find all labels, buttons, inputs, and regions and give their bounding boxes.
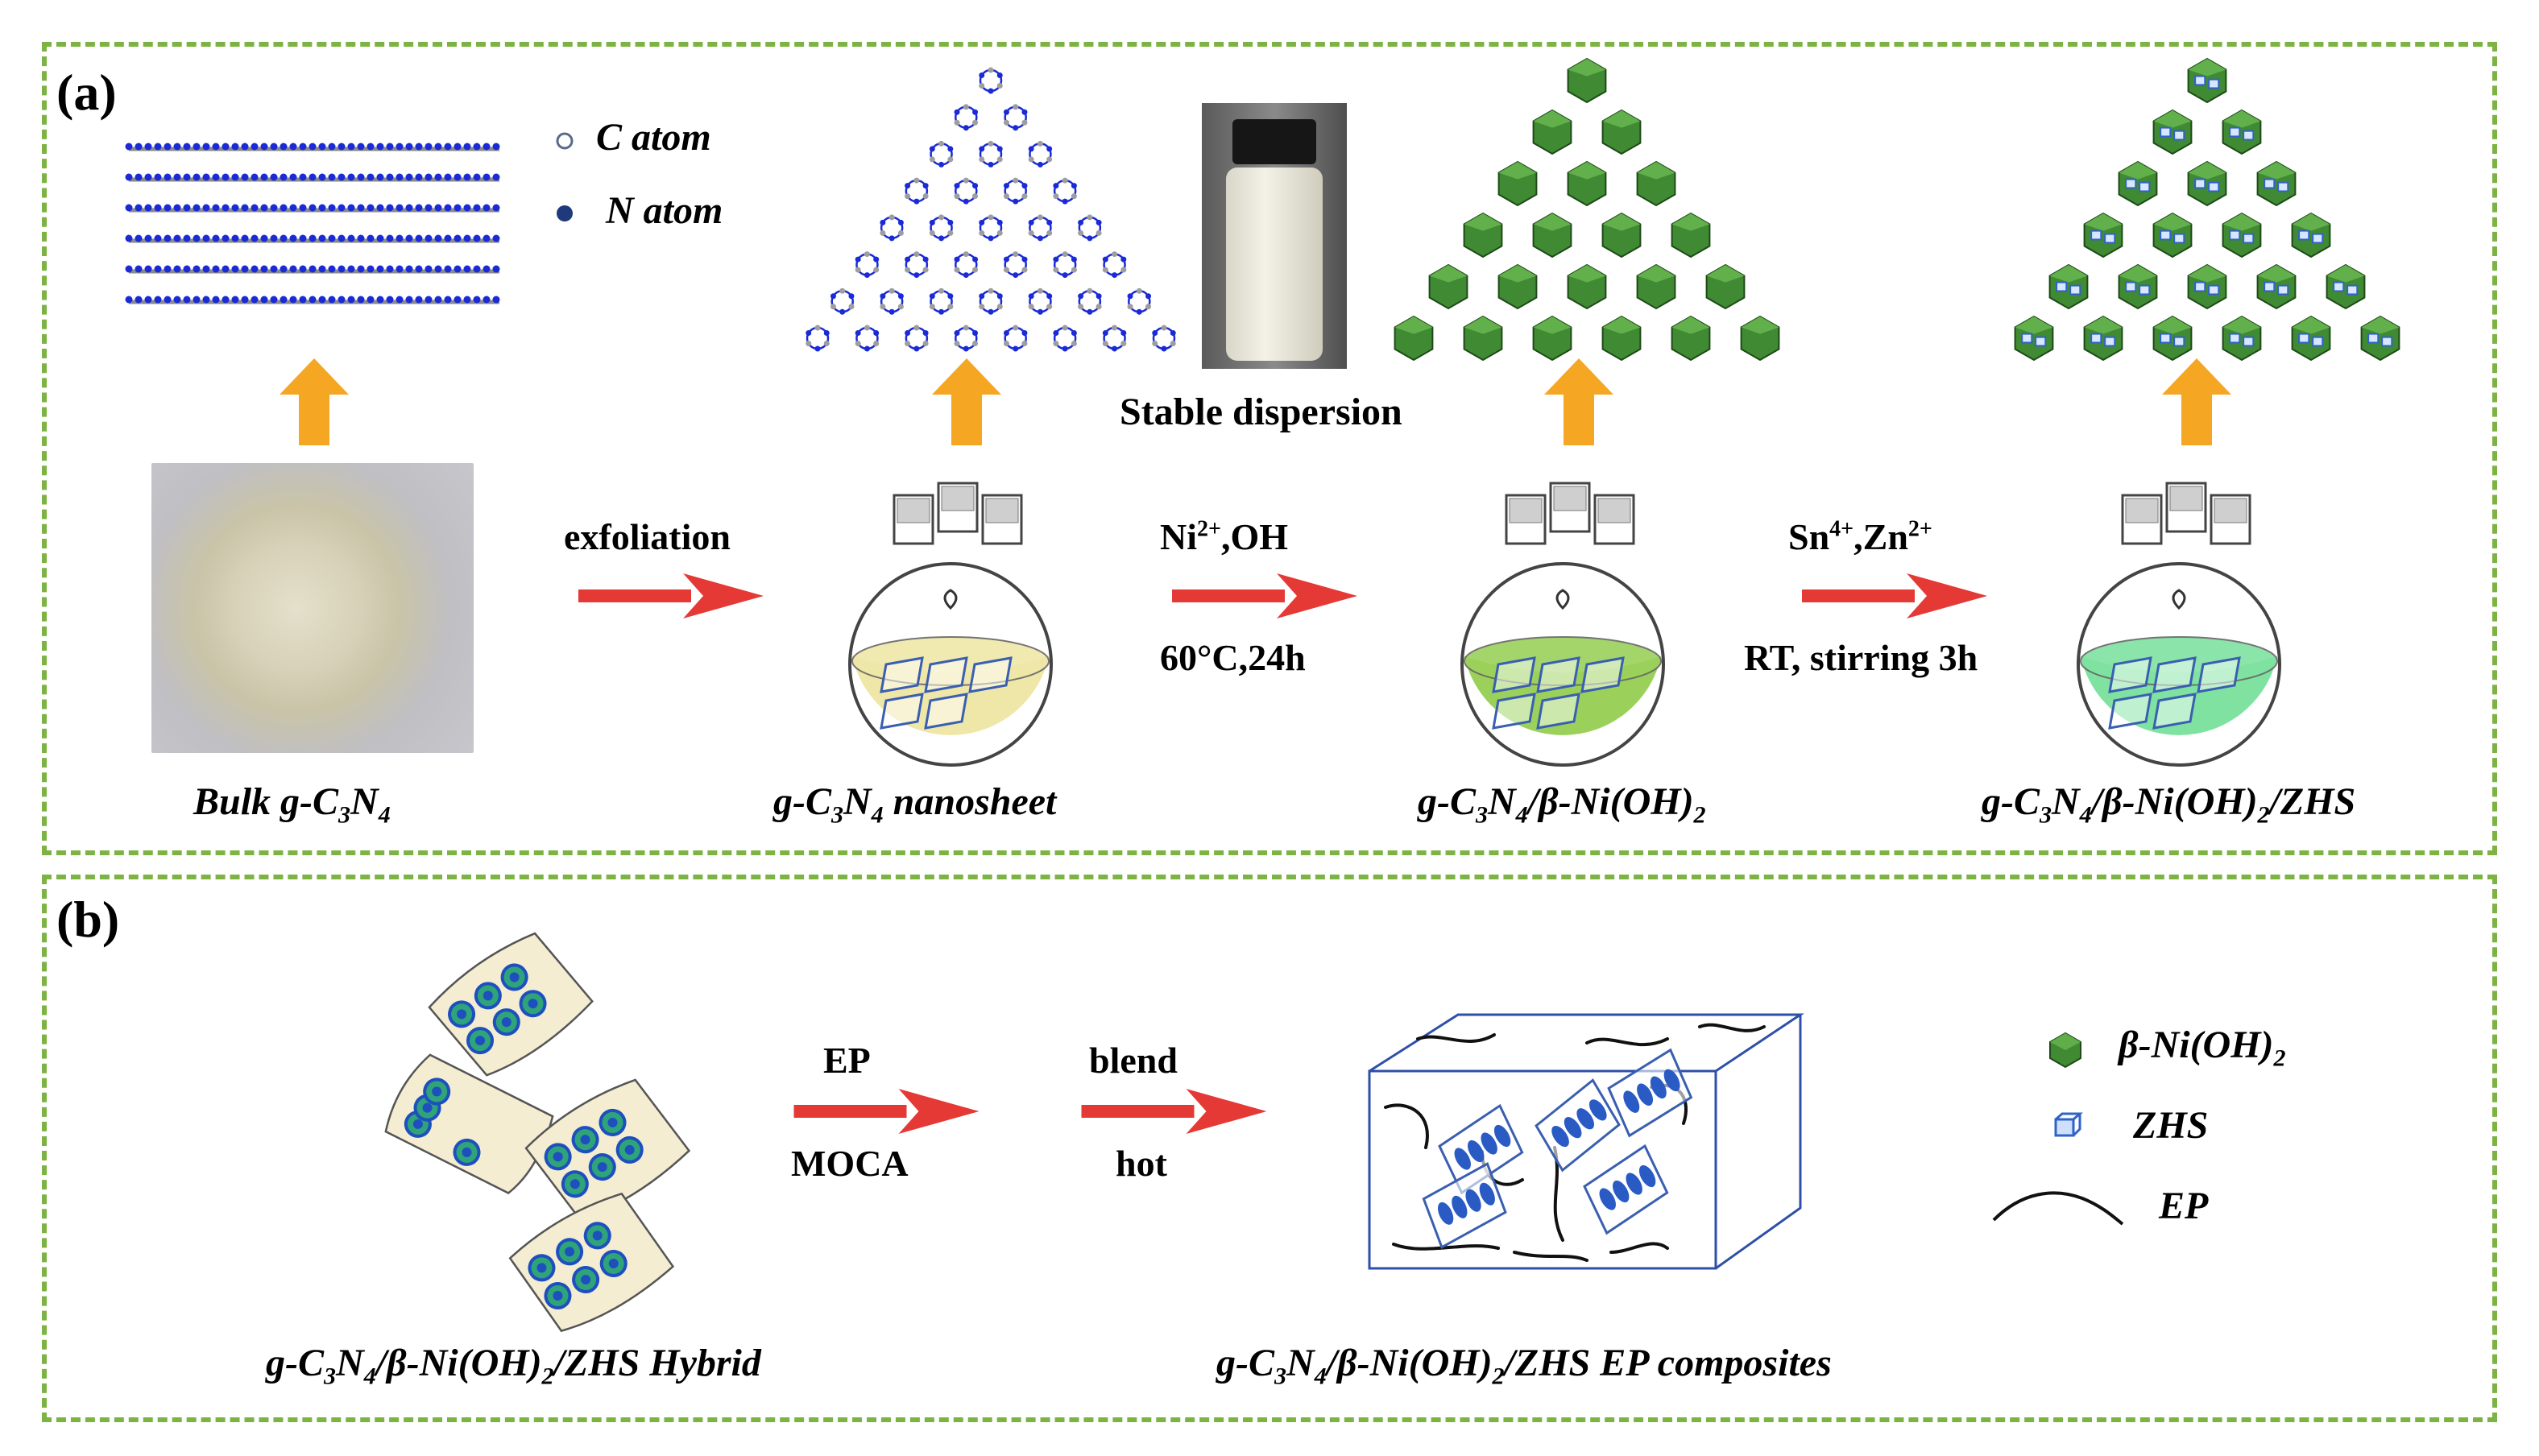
red-arrow-blend bbox=[1081, 1089, 1267, 1134]
red-arrow-ep bbox=[793, 1089, 980, 1134]
ep-legend-label: EP bbox=[2159, 1185, 2209, 1227]
ni-legend-label: β-Ni(OH)2 bbox=[2119, 1024, 2286, 1072]
up-arrow-icon bbox=[280, 358, 349, 445]
c-atom-icon bbox=[556, 132, 574, 150]
up-arrow-icon bbox=[932, 358, 1001, 445]
zhs-composite-caption: g-C3N4/β-Ni(OH)2/ZHS bbox=[1982, 780, 2356, 829]
panel-a-label: (a) bbox=[56, 64, 117, 121]
stirring-label: RT, stirring 3h bbox=[1744, 637, 1978, 678]
stable-dispersion-label: Stable dispersion bbox=[1120, 391, 1402, 433]
c-atom-label: C atom bbox=[596, 116, 711, 159]
ni-composite-caption: g-C3N4/β-Ni(OH)2 bbox=[1418, 780, 1706, 829]
ep-composite-box bbox=[1368, 1013, 1804, 1270]
flask-ni bbox=[1460, 482, 1665, 767]
flask-zhs bbox=[2077, 482, 2281, 767]
nanosheet-triangle bbox=[806, 67, 1176, 352]
n-atom-label: N atom bbox=[606, 189, 723, 232]
n-atom-icon bbox=[557, 205, 573, 221]
ni-decorated-triangle bbox=[1394, 57, 1780, 362]
exfoliation-label: exfoliation bbox=[564, 516, 731, 557]
ep-composites-caption: g-C3N4/β-Ni(OH)2/ZHS EP composites bbox=[1216, 1342, 1832, 1390]
hybrid-caption: g-C3N4/β-Ni(OH)2/ZHS Hybrid bbox=[266, 1342, 761, 1390]
bulk-caption: Bulk g-C3N4 bbox=[193, 780, 391, 829]
zhs-cube-legend-icon bbox=[2054, 1112, 2083, 1137]
ep-curve-legend-icon bbox=[1992, 1191, 2124, 1226]
nanosheet-caption: g-C3N4 nanosheet bbox=[773, 780, 1057, 829]
temperature-time-label: 60°C,24h bbox=[1160, 637, 1306, 678]
red-arrow-exfoliation bbox=[578, 573, 764, 618]
panel-b-label: (b) bbox=[56, 891, 120, 948]
red-arrow-sn bbox=[1802, 573, 1987, 618]
hybrid-sheets-diagram bbox=[384, 932, 691, 1333]
red-arrow-ni bbox=[1172, 573, 1357, 618]
ni-oh-label: Ni2+,OH bbox=[1160, 516, 1289, 557]
zhs-legend-label: ZHS bbox=[2133, 1104, 2209, 1147]
bulk-powder-photo bbox=[151, 463, 474, 753]
sn-zn-label: Sn4+,Zn2+ bbox=[1788, 516, 1932, 557]
dispersion-bottle-photo bbox=[1202, 103, 1347, 369]
up-arrow-icon bbox=[1544, 358, 1613, 445]
blend-label: blend bbox=[1089, 1040, 1178, 1081]
panel-a bbox=[42, 42, 2497, 855]
ep-step-label: EP bbox=[823, 1040, 871, 1081]
layered-structure-diagram bbox=[125, 143, 500, 304]
ni-hexagon-legend-icon bbox=[2049, 1032, 2081, 1069]
zhs-decorated-triangle bbox=[2014, 57, 2400, 362]
flask-nanosheet bbox=[848, 482, 1053, 767]
moca-label: MOCA bbox=[791, 1143, 909, 1184]
hot-label: hot bbox=[1116, 1143, 1167, 1184]
up-arrow-icon bbox=[2162, 358, 2231, 445]
panel-b bbox=[42, 875, 2497, 1422]
